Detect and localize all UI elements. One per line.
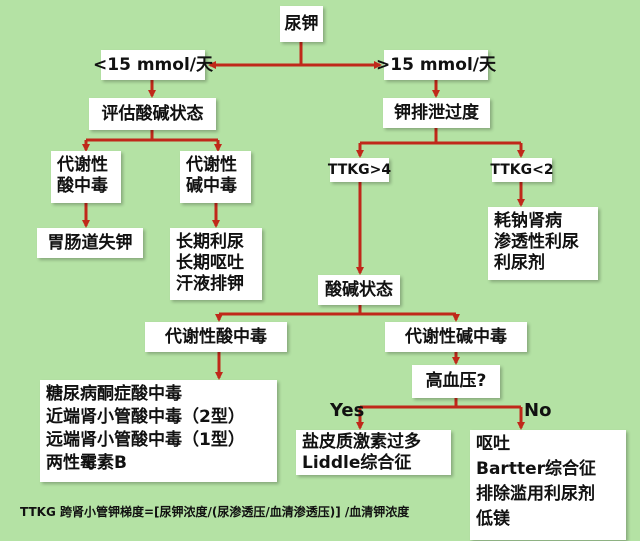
node-line: 长期利尿 (176, 232, 244, 252)
node-label: 高血压? (425, 371, 487, 391)
node-low-excretion: <15 mmol/天 (93, 50, 213, 80)
node-acid-base-status: 酸碱状态 (318, 275, 400, 305)
node-yes-causes: 盐皮质激素过多 Liddle综合征 (296, 430, 451, 475)
node-label: >15 mmol/天 (376, 54, 496, 75)
node-label: <15 mmol/天 (93, 54, 213, 75)
node-label: 评估酸碱状态 (101, 103, 204, 124)
no-label: No (524, 400, 552, 421)
node-label: TTKG<2 (490, 161, 554, 178)
node-line: 长期呕吐 (176, 253, 244, 273)
yes-label: Yes (330, 400, 365, 421)
node-high-excretion: >15 mmol/天 (376, 50, 496, 80)
node-line: 代谢性 (57, 155, 108, 175)
node-line: Liddle综合征 (302, 453, 412, 473)
node-line: 两性霉素B (46, 453, 127, 473)
node-metabolic-alkalosis: 代谢性碱中毒 (385, 322, 527, 352)
node-line: 汗液排钾 (176, 274, 244, 294)
node-urine-potassium: 尿钾 (280, 6, 323, 42)
node-line: 糖尿病酮症酸中毒 (46, 384, 182, 404)
node-metabolic-acidosis: 代谢性酸中毒 (145, 322, 287, 352)
node-metabolic-alkalosis-small: 代谢性 碱中毒 (180, 151, 251, 203)
node-assess-acid-base: 评估酸碱状态 (89, 98, 216, 130)
node-line: 利尿剂 (494, 253, 545, 273)
node-line: 低镁 (476, 509, 510, 529)
node-label: 尿钾 (284, 13, 319, 34)
node-acidosis-causes: 糖尿病酮症酸中毒 近端肾小管酸中毒（2型） 远端肾小管酸中毒（1型） 两性霉素B (40, 380, 277, 482)
node-ttkg-low: TTKG<2 (490, 158, 554, 182)
node-line: 近端肾小管酸中毒（2型） (46, 407, 245, 427)
node-line: Bartter综合征 (476, 459, 596, 479)
node-label: TTKG>4 (327, 161, 392, 178)
node-line: 排除滥用利尿剂 (476, 484, 595, 504)
node-line: 呕吐 (476, 434, 510, 454)
node-hypertension: 高血压? (412, 365, 500, 398)
node-ttkg-low-causes: 耗钠肾病 渗透性利尿 利尿剂 (488, 207, 598, 280)
node-gi-loss: 胃肠道失钾 (37, 228, 143, 258)
node-line: 代谢性 (186, 155, 237, 175)
node-label: 代谢性碱中毒 (405, 326, 507, 347)
node-line: 酸中毒 (57, 176, 108, 196)
node-line: 渗透性利尿 (494, 232, 579, 252)
node-line: 远端肾小管酸中毒（1型） (46, 430, 245, 450)
ttkg-footnote: TTKG 跨肾小管钾梯度=[尿钾浓度/(尿渗透压/血清渗透压)] /血清钾浓度 (20, 505, 410, 519)
node-label: 钾排泄过度 (394, 102, 479, 123)
node-no-causes: 呕吐 Bartter综合征 排除滥用利尿剂 低镁 (470, 430, 626, 540)
node-excess-excretion: 钾排泄过度 (383, 98, 490, 128)
node-alkalosis-causes: 长期利尿 长期呕吐 汗液排钾 (170, 228, 262, 300)
node-line: 盐皮质激素过多 (302, 432, 421, 452)
node-ttkg-high: TTKG>4 (327, 158, 392, 182)
node-line: 碱中毒 (186, 176, 237, 196)
node-metabolic-acidosis-small: 代谢性 酸中毒 (51, 151, 121, 203)
node-label: 代谢性酸中毒 (165, 326, 267, 347)
node-label: 酸碱状态 (325, 279, 393, 300)
node-line: 耗钠肾病 (494, 211, 562, 231)
node-label: 胃肠道失钾 (47, 232, 133, 253)
